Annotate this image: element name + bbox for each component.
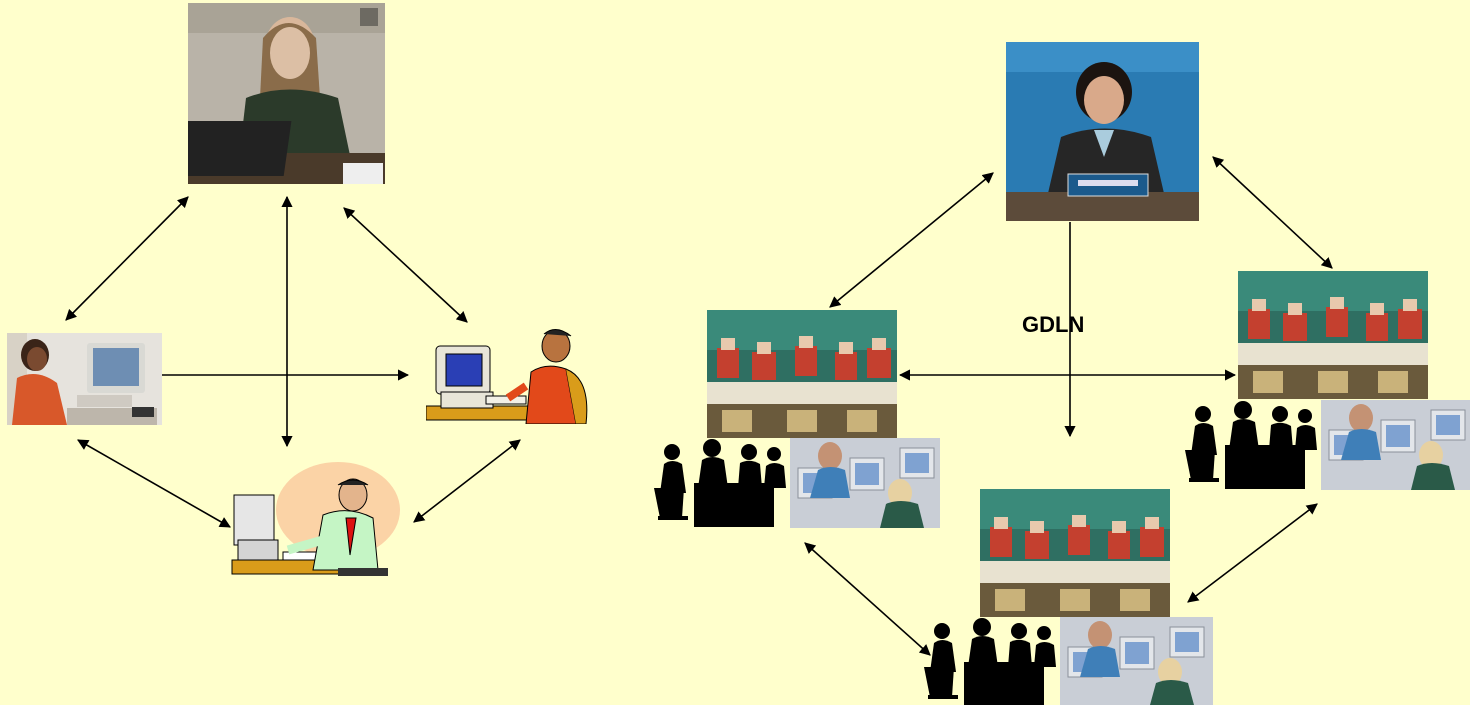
computer-lab-photo-left [790,438,940,528]
meeting-silhouette-bottom [924,617,1060,705]
arrow-presenter-classroom-right [1212,156,1333,269]
arrow-learner-worker [77,439,231,528]
arrow-instructor-callcenter [343,207,468,323]
meeting-silhouette-left [654,438,790,528]
arrow-presenter-classroom-left [829,172,994,308]
arrow-left-bottom-classrooms [804,542,931,656]
office-worker-clipart [228,460,400,578]
instructor-photo [188,3,385,184]
classroom-bottom [980,489,1170,617]
arrow-instructor-learner [65,196,189,321]
classroom-right [1238,271,1428,399]
meeting-silhouette-right [1185,400,1321,490]
arrow-right-bottom-classrooms [1187,503,1318,603]
computer-lab-photo-bottom [1060,617,1213,705]
classroom-left [707,310,897,438]
presenter-photo [1006,42,1199,221]
computer-lab-photo-right [1321,400,1470,490]
arrow-callcenter-worker [413,439,521,523]
gdln-label: GDLN [1022,312,1085,337]
learner-at-computer-photo [7,333,162,425]
call-center-clipart [426,324,594,424]
